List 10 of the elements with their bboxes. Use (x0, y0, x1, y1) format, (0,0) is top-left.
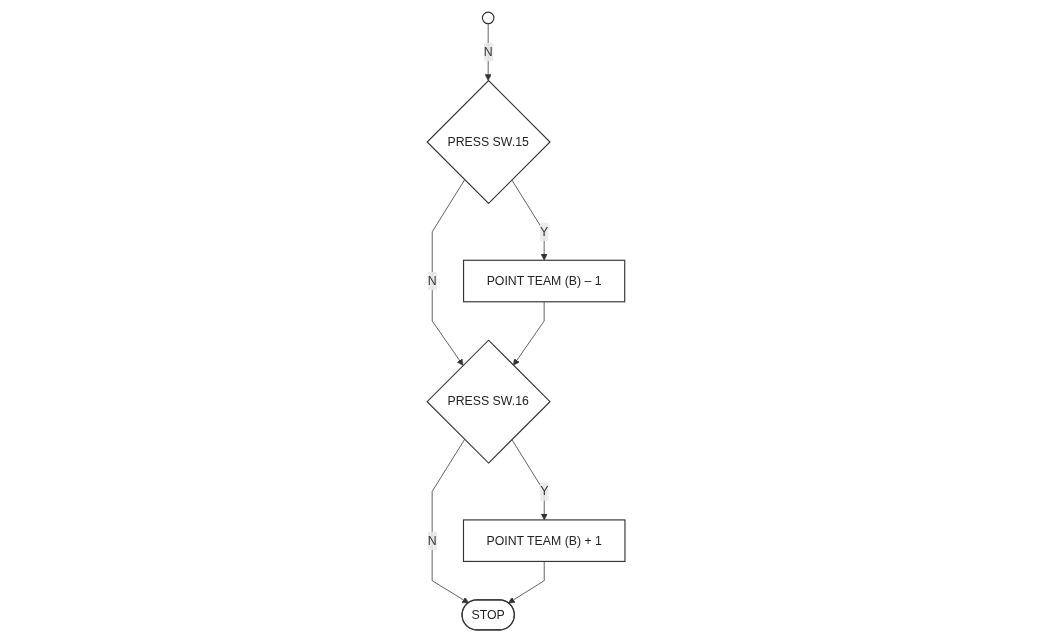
node-box: POINT TEAM (B) – 1 (462, 259, 626, 303)
edge-label: Y (539, 224, 549, 238)
node-diamond: PRESS SW.16 (426, 339, 551, 464)
edge-label: N (427, 274, 437, 288)
node-circle (481, 11, 495, 25)
edge-label: N (427, 533, 437, 547)
edge-label: N (483, 45, 493, 59)
node-box: POINT TEAM (B) + 1 (462, 519, 626, 562)
edge-label: Y (540, 484, 549, 498)
node-diamond: PRESS SW.15 (426, 79, 551, 205)
